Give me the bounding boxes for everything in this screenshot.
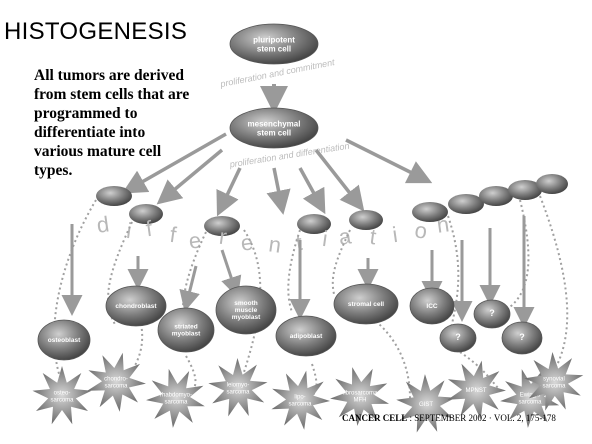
mature-cell: osteoblast — [38, 320, 90, 360]
citation: CANCER CELL : SEPTEMBER 2002 · VOL. 2, 1… — [342, 413, 582, 424]
tumor-star: lipo-sarcoma — [260, 358, 342, 440]
mature-cell-label: chondroblast — [115, 303, 157, 310]
mature-cell: ICC — [410, 288, 454, 324]
tumor-stars: osteo-sarcoma chondro-sarcoma rhabdomyo-sa… — [33, 343, 592, 441]
mature-cell-label: ICC — [426, 303, 438, 310]
wave-letter: n — [267, 231, 283, 257]
wave-letter: f — [168, 222, 178, 248]
wave-letter: e — [187, 227, 203, 253]
tumor-star: GIST — [392, 369, 461, 439]
tumor-label: GIST — [419, 402, 433, 408]
intro-text: All tumors are derived from stem cells t… — [34, 66, 192, 180]
mature-cell-label: stromal cell — [348, 301, 384, 308]
wave-letter: i — [125, 218, 133, 243]
mature-cell: chondroblast — [106, 286, 166, 326]
mature-cell: stromal cell — [334, 284, 398, 324]
mature-cell-label: ? — [519, 332, 525, 342]
mature-cell: ? — [440, 324, 476, 352]
tumor-star: MPNST — [447, 360, 506, 420]
wave-letter: d — [95, 211, 111, 237]
tumor-label: MPNST — [466, 388, 487, 394]
tumor-star: chondro-sarcoma — [81, 346, 152, 416]
mature-cell: ? — [474, 300, 510, 328]
wave-letter: o — [413, 217, 429, 243]
mature-cell-label: adipoblast — [290, 333, 323, 340]
wave-letter: e — [239, 229, 255, 255]
wave-letter: n — [435, 211, 451, 237]
wave-letter: i — [391, 222, 399, 247]
progenitor-cells — [96, 174, 568, 236]
tumor-star: leiomyo-sarcoma — [197, 346, 279, 428]
citation-journal: CANCER CELL — [342, 413, 407, 423]
wave-letter: a — [337, 223, 353, 250]
mature-cell-label: osteoblast — [48, 337, 81, 344]
mature-cell-label: ? — [455, 332, 461, 342]
slide-title: HISTOGENESIS — [4, 18, 187, 46]
tumor-label: chondro-sarcoma — [104, 377, 128, 390]
mature-cell: ? — [502, 322, 542, 354]
tumor-star: rhabdomyo-sarcoma — [137, 358, 216, 436]
tumor-label: leiomyo-sarcoma — [226, 383, 250, 396]
mature-cell-label: ? — [489, 308, 495, 318]
citation-details: : SEPTEMBER 2002 · VOL. 2, 175-178 — [407, 413, 556, 423]
tumor-label: rhabdomyo-sarcoma — [160, 393, 192, 406]
mature-cell: adipoblast — [276, 316, 336, 356]
tumor-star: osteo-sarcoma — [33, 366, 92, 424]
